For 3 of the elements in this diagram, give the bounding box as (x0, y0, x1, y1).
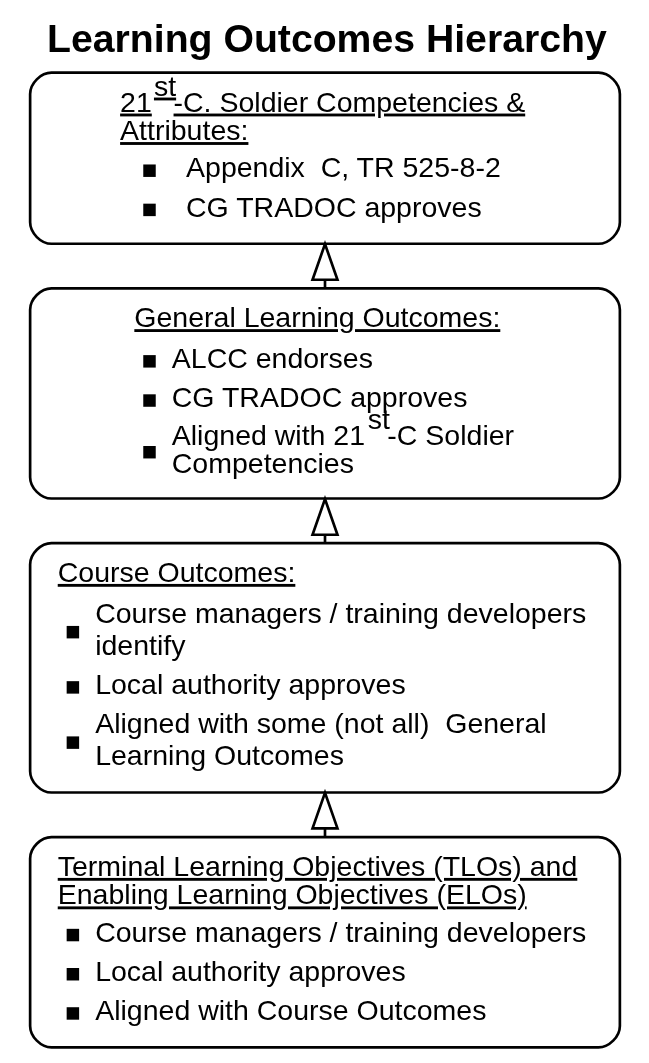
diagram-title: Learning Outcomes Hierarchy (46, 17, 607, 61)
node-box: Terminal Learning Objectives (TLOs) and Enabling Learning Objectives (ELOs) Course managers / training developers Local authority approves Aligned with Course Outcomes (28, 835, 621, 1049)
node-box: Course Outcomes: Course managers / training developers identify Local authority approves Aligned with some (not all) General Learning Outcomes (28, 541, 621, 794)
